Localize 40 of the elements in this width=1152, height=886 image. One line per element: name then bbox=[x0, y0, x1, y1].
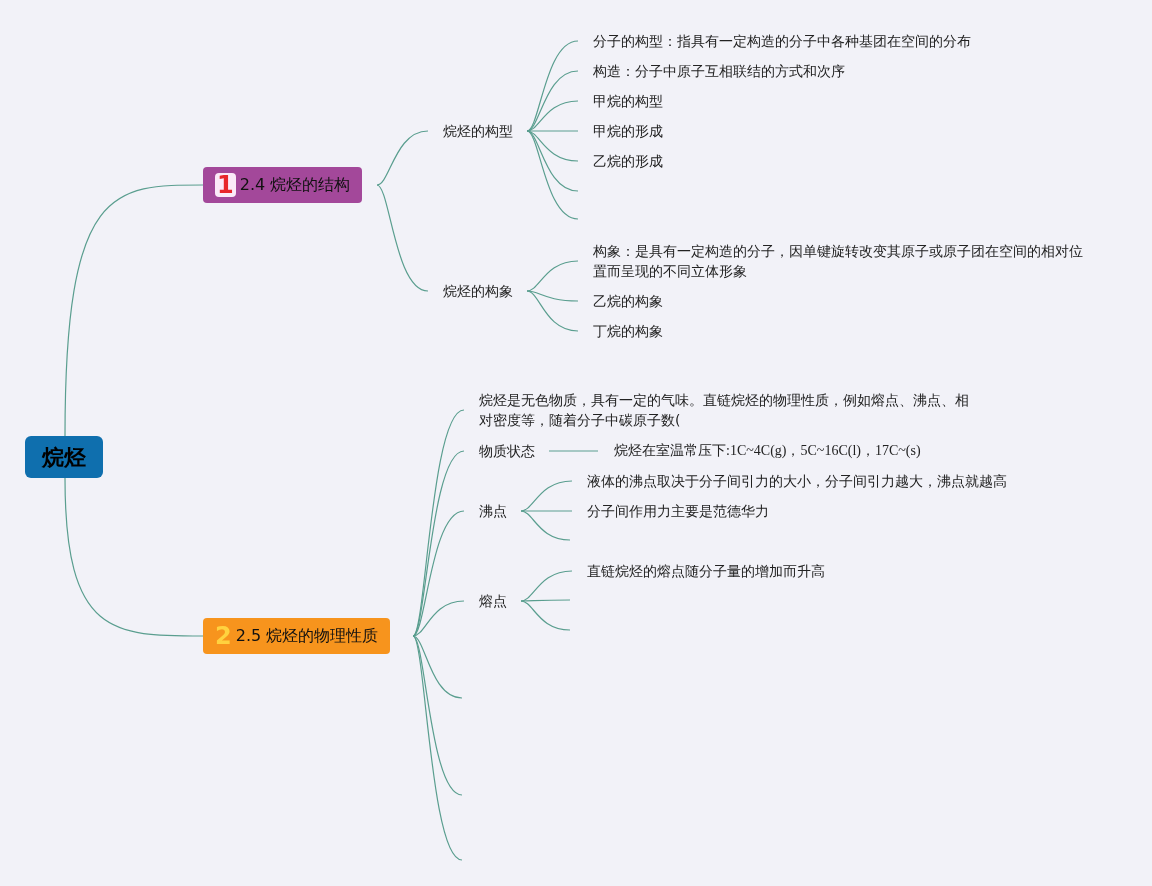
topic-text: 烷烃的构型 bbox=[443, 121, 513, 141]
branch-line bbox=[526, 130, 579, 220]
topic-text: 构造：分子中原子互相联结的方式和次序 bbox=[593, 61, 845, 81]
topic-text: 乙烷的形成 bbox=[593, 151, 663, 171]
topic-text: 熔点 bbox=[479, 591, 507, 611]
topic-text: 烷烃的构象 bbox=[443, 281, 513, 301]
topic-text: 甲烷的形成 bbox=[593, 121, 663, 141]
topic-text: 丁烷的构象 bbox=[593, 321, 663, 341]
topic-text: 直链烷烃的熔点随分子量的增加而升高 bbox=[587, 561, 825, 581]
branch-line bbox=[548, 450, 599, 452]
topic-text: 构象：是具有一定构造的分子，因单键旋转改变其原子或原子团在空间的相对位置而呈现的不同立体形象 bbox=[593, 241, 1093, 281]
topic-text: 烷烃在室温常压下:1C~4C(g)，5C~16C(l)，17C~(s) bbox=[614, 441, 921, 461]
branch-topic-box: 2 2.5 烷烃的物理性质 bbox=[203, 618, 391, 654]
branch-line bbox=[412, 600, 465, 637]
branch-line bbox=[526, 290, 579, 332]
topic-text: 分子的构型：指具有一定构造的分子中各种基团在空间的分布 bbox=[593, 31, 971, 51]
topic-text: 沸点 bbox=[479, 501, 507, 521]
topic-text: 乙烷的构象 bbox=[593, 291, 663, 311]
branch-line bbox=[412, 510, 465, 637]
topic-text: 液体的沸点取决于分子间引力的大小，分子间引力越大，沸点就越高 bbox=[587, 471, 1007, 491]
branch-line bbox=[64, 184, 204, 437]
branch-line bbox=[526, 290, 579, 302]
branch-line bbox=[412, 635, 463, 796]
topic-text: 甲烷的构型 bbox=[593, 91, 663, 111]
branch-line bbox=[376, 184, 429, 292]
topic-text: 分子间作用力主要是范德华力 bbox=[587, 501, 769, 521]
branch-line bbox=[526, 70, 579, 132]
branch-line bbox=[64, 477, 204, 637]
topic-text: 烷烃是无色物质，具有一定的气味。直链烷烃的物理性质，例如熔点、沸点、相对密度等，随着分子中碳原子数( bbox=[479, 390, 974, 430]
branch-line bbox=[412, 635, 463, 861]
root-topic-box: 烷烃 bbox=[25, 436, 103, 478]
branch-line bbox=[526, 260, 579, 292]
branch-line bbox=[412, 635, 463, 699]
branch-topic-box: 1 2.4 烷烃的结构 bbox=[203, 167, 363, 203]
branch-line bbox=[520, 510, 571, 541]
branch-line bbox=[376, 130, 429, 186]
branch-line bbox=[520, 599, 571, 602]
branch-line bbox=[520, 600, 571, 631]
branch-line bbox=[520, 510, 573, 512]
topic-text: 物质状态 bbox=[479, 441, 535, 461]
